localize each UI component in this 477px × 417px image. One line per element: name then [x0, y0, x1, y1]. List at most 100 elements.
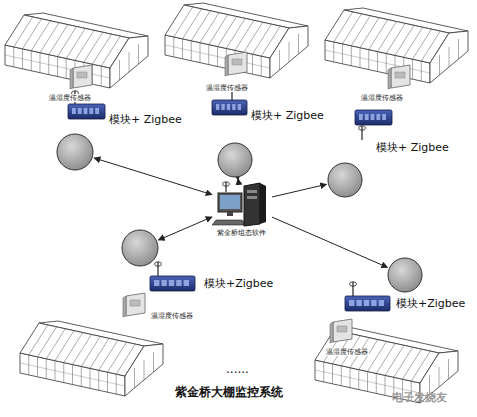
greenhouse-rib — [49, 25, 68, 55]
greenhouse-rib — [138, 44, 139, 64]
sensor-side — [123, 296, 126, 317]
module-slot — [169, 280, 174, 286]
sensor-body — [333, 319, 352, 342]
module-label: 模块+Zigbee — [203, 278, 274, 291]
greenhouse-rib — [90, 338, 109, 368]
greenhouse-rib — [29, 325, 48, 355]
sensor-display — [337, 326, 347, 332]
module-body — [68, 104, 105, 119]
sensor-label: 温湿度传感器 — [48, 94, 92, 102]
greenhouse-rib — [14, 17, 33, 47]
sensor-device — [225, 52, 247, 76]
module-slot — [176, 280, 181, 286]
greenhouse-rib — [289, 42, 290, 62]
antenna-wave — [223, 182, 230, 186]
module-slot — [379, 300, 384, 306]
ellipsis-label: ...... — [226, 362, 249, 376]
wireless-link — [272, 217, 388, 267]
module-slot — [78, 108, 82, 114]
sensor-display — [77, 72, 87, 78]
zigbee-circle-shape — [57, 134, 93, 170]
sensor-label: 温湿度传感器 — [325, 348, 369, 356]
pc-tower — [244, 183, 260, 226]
antenna — [361, 126, 362, 140]
zigbee-module — [68, 104, 105, 119]
antenna-wave — [359, 126, 366, 130]
module-slot — [365, 114, 369, 120]
module-label: 模块+ Zigbee — [375, 142, 450, 155]
greenhouse-rib — [134, 368, 135, 388]
antenna-wave — [155, 262, 162, 266]
greenhouse-rib — [394, 347, 413, 377]
greenhouse-rib — [75, 30, 94, 60]
antenna — [352, 282, 353, 296]
greenhouse-rib — [279, 50, 280, 70]
zigbee-circle — [55, 132, 95, 172]
greenhouse-rib — [386, 23, 405, 53]
greenhouse-rib — [144, 360, 145, 380]
wireless-link — [94, 158, 212, 195]
greenhouse-rib — [46, 329, 65, 359]
sensor-side — [388, 68, 391, 89]
greenhouse-rib — [38, 327, 57, 357]
module-slot — [154, 280, 159, 286]
module-slot — [359, 114, 363, 120]
greenhouse-unit: 温湿度传感器 模块+Zigbee — [115, 226, 275, 326]
module-body — [150, 276, 195, 291]
sensor-body — [391, 65, 410, 88]
greenhouse-rib — [253, 24, 272, 54]
greenhouse-rib — [64, 333, 83, 363]
greenhouse-rib — [413, 29, 432, 59]
computer-node: 紫金桥组态软件 — [212, 180, 272, 248]
greenhouse-rib — [93, 34, 112, 64]
sensor-label: 温湿度传感器 — [205, 84, 249, 92]
greenhouse-rail — [5, 55, 110, 78]
greenhouse-rib — [261, 26, 280, 56]
wireless-link — [272, 184, 326, 197]
greenhouse-rib — [55, 331, 74, 361]
greenhouse-unit: 温湿度传感器模块+ Zigbee — [195, 82, 325, 178]
greenhouse-gable — [110, 36, 148, 88]
greenhouse-rib — [439, 55, 440, 75]
greenhouse-roof — [20, 323, 144, 376]
module-slot — [184, 280, 189, 286]
greenhouse-rib — [343, 14, 362, 44]
greenhouse-rib — [235, 20, 254, 50]
sensor-side — [70, 68, 73, 89]
greenhouse-roof — [165, 5, 289, 58]
sensor-label: 温湿度传感器 — [360, 94, 404, 102]
sensor-display — [130, 300, 140, 306]
monitor-stand — [227, 212, 233, 216]
greenhouse-rib — [385, 345, 404, 375]
greenhouse — [20, 321, 163, 396]
greenhouse-rib — [58, 27, 77, 57]
computer-icon — [212, 180, 272, 228]
sensor-side — [330, 322, 333, 343]
drive-bay — [247, 196, 257, 199]
greenhouse-rib — [360, 18, 379, 48]
greenhouse-rib — [439, 367, 440, 387]
greenhouse-rib — [129, 52, 130, 72]
greenhouse-rib — [368, 342, 387, 372]
greenhouse-rib — [116, 344, 135, 374]
greenhouse-rib — [404, 27, 423, 57]
greenhouse-rib — [99, 340, 118, 370]
greenhouse-rib — [369, 20, 388, 50]
module-slot — [72, 108, 76, 114]
module-slot — [84, 108, 88, 114]
wireless-link — [158, 217, 212, 240]
sensor-body — [73, 65, 92, 88]
sensor-label: 温湿度传感器 — [150, 312, 194, 320]
greenhouse-rib — [411, 351, 430, 381]
sensor-body — [126, 293, 145, 316]
module-body — [212, 100, 247, 115]
greenhouse-rib — [244, 22, 263, 52]
diagram-title: 紫金桥大棚监控系统 — [175, 384, 283, 401]
zigbee-module — [212, 100, 247, 115]
sensor-device — [330, 319, 352, 343]
greenhouse-rib — [448, 359, 449, 379]
greenhouse — [5, 13, 148, 88]
greenhouse-rib — [183, 9, 202, 39]
greenhouse-rib — [66, 28, 85, 58]
module-slot — [371, 114, 375, 120]
